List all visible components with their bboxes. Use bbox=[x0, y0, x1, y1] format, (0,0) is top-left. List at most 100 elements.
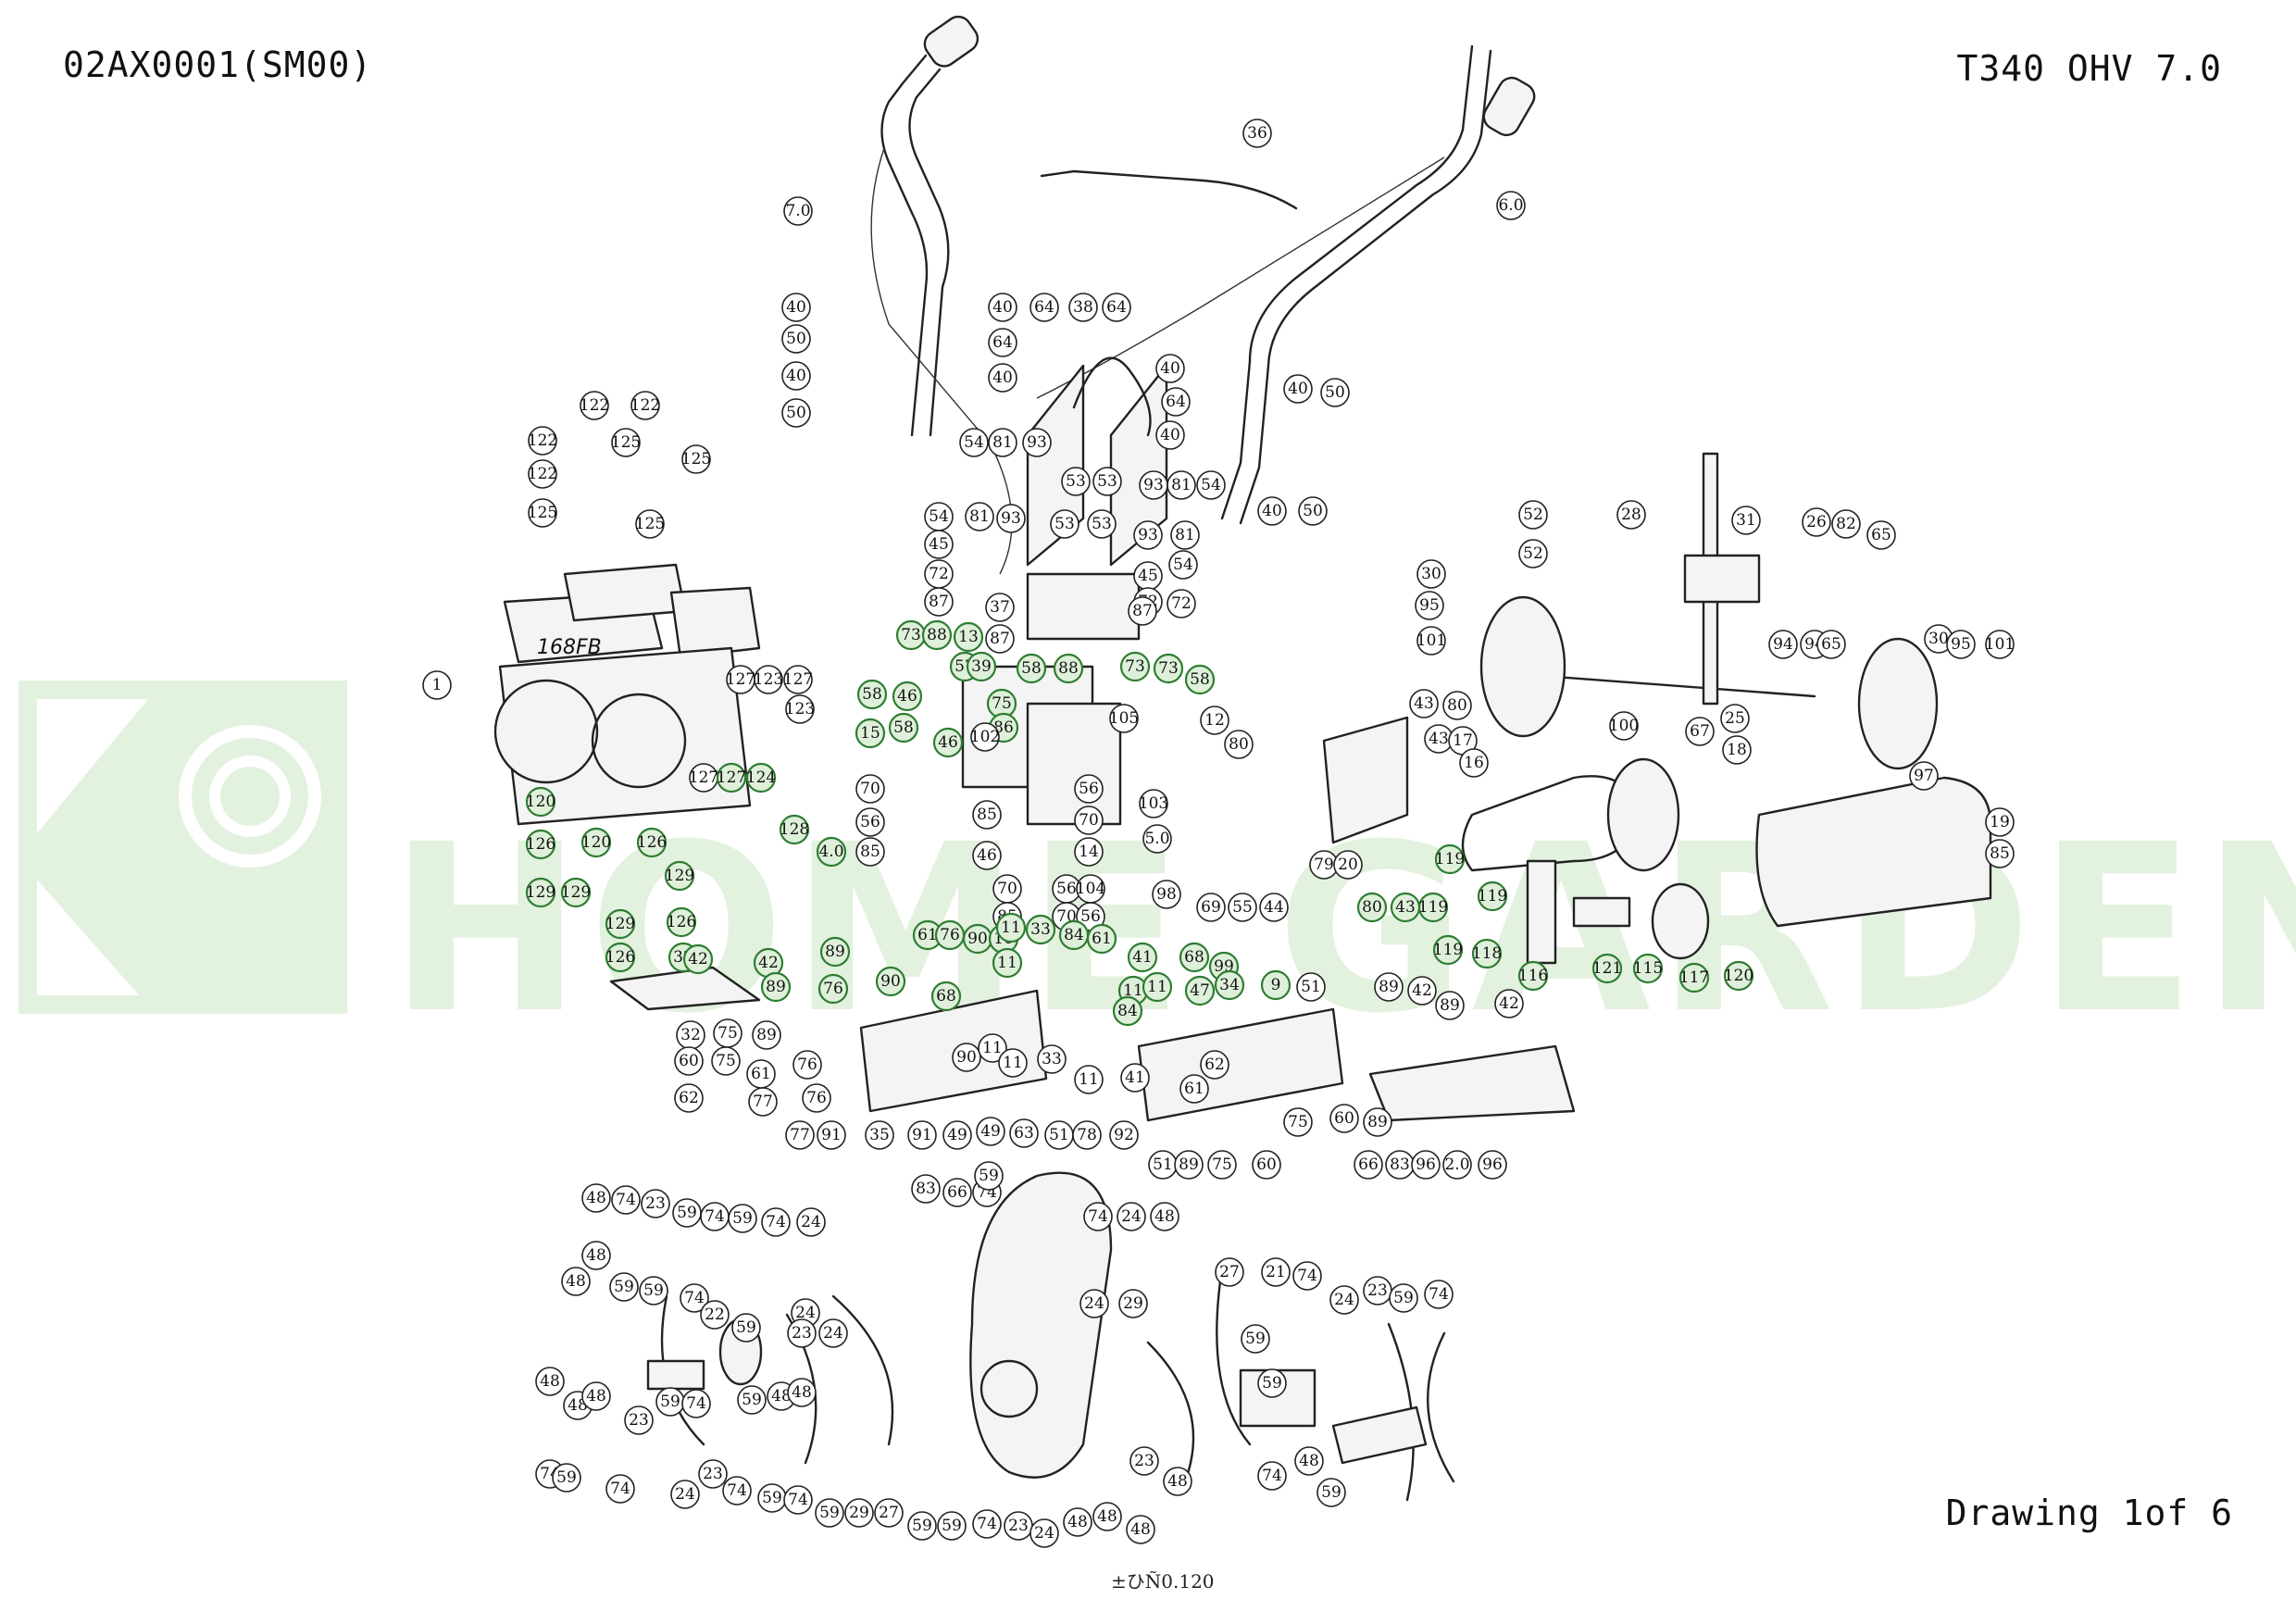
part-callout: 93 bbox=[1022, 428, 1052, 457]
callout-circle bbox=[1063, 1507, 1092, 1537]
part-callout: 123 bbox=[754, 665, 783, 694]
part-callout: 122 bbox=[630, 391, 660, 420]
callout-circle bbox=[781, 361, 811, 391]
callout-number: 89 bbox=[1440, 996, 1460, 1015]
callout-number: 59 bbox=[1321, 1483, 1341, 1502]
callout-number: 87 bbox=[1132, 602, 1153, 620]
callout-number: 34 bbox=[1219, 976, 1240, 994]
part-callout: 40 bbox=[781, 361, 811, 391]
callout-number: 46 bbox=[897, 687, 917, 706]
callout-number: 74 bbox=[1262, 1467, 1282, 1485]
callout-circle bbox=[1196, 470, 1226, 500]
callout-number: 85 bbox=[977, 806, 997, 824]
callout-circle bbox=[1074, 774, 1104, 804]
part-callout: 123 bbox=[785, 694, 815, 724]
part-callout: 122 bbox=[528, 426, 557, 456]
part-callout: 63 bbox=[1009, 1118, 1039, 1148]
part-callout: 61 bbox=[1086, 923, 1117, 955]
callout-circle bbox=[581, 1241, 611, 1270]
callout-circle bbox=[561, 1267, 591, 1296]
callout-circle bbox=[605, 908, 636, 940]
callout-number: 48 bbox=[1167, 1472, 1188, 1491]
part-callout: 75 bbox=[713, 1018, 742, 1048]
callout-circle bbox=[787, 1318, 817, 1348]
callout-number: 59 bbox=[979, 1167, 999, 1185]
part-callout: 73 bbox=[1119, 651, 1151, 682]
callout-number: 37 bbox=[990, 598, 1010, 617]
callout-number: 68 bbox=[936, 987, 956, 1006]
callout-number: 45 bbox=[929, 535, 949, 554]
callout-number: 46 bbox=[938, 733, 958, 752]
part-callout: 122 bbox=[528, 459, 557, 489]
part-callout: 54 bbox=[959, 428, 989, 457]
part-callout: 59 bbox=[655, 1387, 685, 1417]
callout-number: 81 bbox=[1171, 476, 1192, 494]
callout-circle bbox=[1442, 1150, 1472, 1180]
callout-circle bbox=[781, 324, 811, 354]
part-callout: 27 bbox=[874, 1498, 904, 1528]
part-callout: 92 bbox=[1109, 1120, 1139, 1150]
callout-number: 103 bbox=[1139, 794, 1168, 813]
callout-number: 118 bbox=[1472, 944, 1502, 963]
callout-number: 59 bbox=[742, 1391, 762, 1409]
part-callout: 42 bbox=[682, 943, 714, 975]
part-callout: 42 bbox=[1494, 989, 1524, 1018]
callout-number: 73 bbox=[901, 626, 921, 644]
part-callout: 74 bbox=[761, 1207, 791, 1237]
part-callout: 48 bbox=[1150, 1202, 1179, 1231]
callout-circle bbox=[1126, 1515, 1155, 1544]
callout-circle bbox=[779, 814, 810, 845]
callout-number: 72 bbox=[1171, 594, 1192, 613]
callout-number: 28 bbox=[1621, 506, 1641, 524]
callout-circle bbox=[674, 1046, 704, 1076]
callout-circle bbox=[985, 593, 1015, 622]
part-callout: 101 bbox=[1985, 630, 2015, 659]
part-callout: 105 bbox=[1109, 704, 1139, 733]
part-callout: 70 bbox=[992, 874, 1022, 904]
callout-number: 42 bbox=[688, 950, 708, 968]
callout-number: 124 bbox=[746, 768, 776, 787]
part-callout: 119 bbox=[1435, 843, 1465, 875]
part-callout: 72 bbox=[924, 559, 954, 589]
callout-number: 119 bbox=[1478, 887, 1507, 906]
part-callout: 50 bbox=[781, 324, 811, 354]
part-callout: 40 bbox=[1155, 354, 1185, 383]
part-callout: 64 bbox=[1029, 293, 1059, 322]
part-callout: 95 bbox=[1415, 591, 1444, 620]
callout-circle bbox=[1009, 1118, 1039, 1148]
callout-number: 129 bbox=[526, 883, 555, 902]
callout-number: 33 bbox=[1042, 1050, 1062, 1068]
callout-circle bbox=[972, 1509, 1002, 1539]
callout-number: 40 bbox=[992, 369, 1013, 387]
callout-number: 7.0 bbox=[785, 202, 810, 220]
part-callout: 27 bbox=[1215, 1257, 1244, 1287]
part-callout: 43 bbox=[1424, 724, 1454, 754]
callout-circle bbox=[1316, 1478, 1346, 1507]
part-callout: 74 bbox=[722, 1476, 752, 1505]
callout-circle bbox=[1768, 630, 1798, 659]
callout-circle bbox=[1170, 520, 1200, 550]
callout-number: 123 bbox=[754, 670, 783, 689]
part-callout: 43 bbox=[1390, 892, 1421, 923]
callout-number: 50 bbox=[1325, 383, 1345, 402]
callout-circle bbox=[680, 1283, 709, 1313]
part-callout: 76 bbox=[792, 1050, 822, 1080]
callout-number: 74 bbox=[1088, 1207, 1108, 1226]
part-callout: 115 bbox=[1633, 953, 1663, 984]
part-callout: 64 bbox=[1161, 387, 1191, 417]
callout-number: 95 bbox=[1419, 596, 1440, 615]
part-callout: 20 bbox=[1333, 850, 1363, 880]
callout-number: 59 bbox=[556, 1468, 577, 1487]
callout-number: 104 bbox=[1076, 880, 1105, 898]
callout-number: 89 bbox=[756, 1026, 777, 1044]
callout-circle bbox=[959, 428, 989, 457]
model-title: T340 OHV 7.0 bbox=[1956, 48, 2222, 89]
callout-number: 74 bbox=[705, 1207, 725, 1226]
callout-number: 60 bbox=[1256, 1156, 1277, 1174]
part-callout: 59 bbox=[974, 1161, 1004, 1191]
callout-number: 48 bbox=[792, 1383, 812, 1402]
part-callout: 119 bbox=[1418, 892, 1448, 923]
part-callout: 73 bbox=[1153, 653, 1184, 684]
callout-circle bbox=[1128, 596, 1157, 626]
part-callout: 89 bbox=[752, 1020, 781, 1050]
